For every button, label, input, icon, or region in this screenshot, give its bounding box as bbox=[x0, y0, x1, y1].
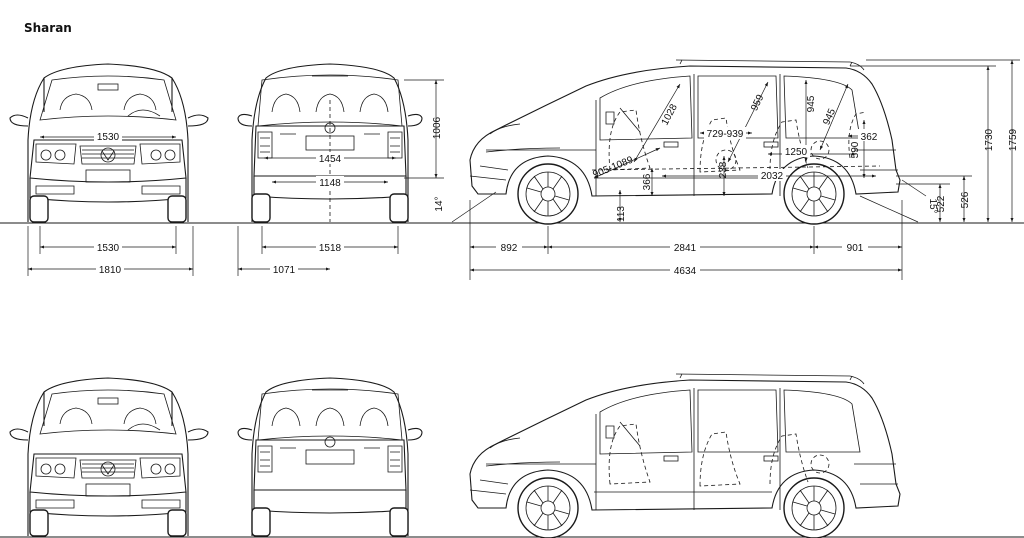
dim-overall-width: 1810 bbox=[99, 265, 122, 276]
dim-height-with-rails: 1759 bbox=[1008, 128, 1019, 151]
side-view-dimensions: 892 2841 901 4634 113 14° 15° 522 526 17… bbox=[434, 59, 1020, 280]
rear-view-bottom bbox=[237, 377, 423, 537]
dim-headroom-mid: 959 bbox=[749, 93, 766, 113]
dim-rear-overhang: 901 bbox=[847, 243, 864, 254]
dim-cargo-length-long: 2032 bbox=[761, 171, 784, 182]
dim-headroom-front: 1028 bbox=[660, 102, 680, 127]
dim-rear-angle: 15° bbox=[927, 198, 938, 213]
dim-rear-sill-1: 522 bbox=[936, 195, 947, 212]
dim-front-track-lower: 1530 bbox=[97, 243, 120, 254]
dim-cargo-height: 590 bbox=[850, 141, 861, 158]
side-view-top bbox=[469, 59, 901, 225]
dim-rear-lower-width: 1148 bbox=[319, 178, 341, 189]
dim-ground-clearance: 113 bbox=[616, 206, 627, 222]
dim-wheelbase: 2841 bbox=[674, 243, 697, 254]
dim-front-overhang: 892 bbox=[501, 243, 518, 254]
interior-seat-outlines-bottom bbox=[608, 423, 830, 487]
front-view-dimensions: 1530 1530 1810 bbox=[27, 130, 194, 276]
dim-front-track-upper: 1530 bbox=[97, 132, 120, 143]
dim-rear-inner-width: 1454 bbox=[319, 154, 342, 165]
dim-seat-height-mid: 238 bbox=[718, 161, 729, 178]
dim-overall-length: 4634 bbox=[674, 266, 697, 277]
dim-seat-range-front: 905-1089 bbox=[591, 155, 635, 181]
dim-overall-height: 1730 bbox=[984, 128, 995, 151]
dim-rear-track: 1518 bbox=[319, 243, 342, 254]
dim-headroom-rear-1: 945 bbox=[806, 95, 817, 112]
dim-rear-sill-2: 526 bbox=[960, 191, 971, 208]
front-view-top bbox=[9, 63, 209, 223]
dim-rear-seat-depth: 362 bbox=[861, 132, 878, 143]
dim-front-angle: 14° bbox=[434, 196, 445, 211]
dim-cargo-length-short: 1250 bbox=[785, 147, 808, 158]
side-view-bottom bbox=[469, 373, 901, 538]
dim-rear-opening-height: 1006 bbox=[432, 116, 443, 139]
rear-view-dimensions: 1454 1148 1518 1071 1006 bbox=[237, 79, 444, 276]
page-title: Sharan bbox=[24, 21, 72, 35]
dim-seat-height-front: 366 bbox=[642, 173, 653, 190]
dim-rear-load-width: 1071 bbox=[273, 265, 296, 276]
front-view-bottom bbox=[9, 377, 209, 537]
dim-seat-range-mid: 729-939 bbox=[707, 129, 744, 140]
dim-headroom-rear-2: 945 bbox=[821, 107, 838, 127]
